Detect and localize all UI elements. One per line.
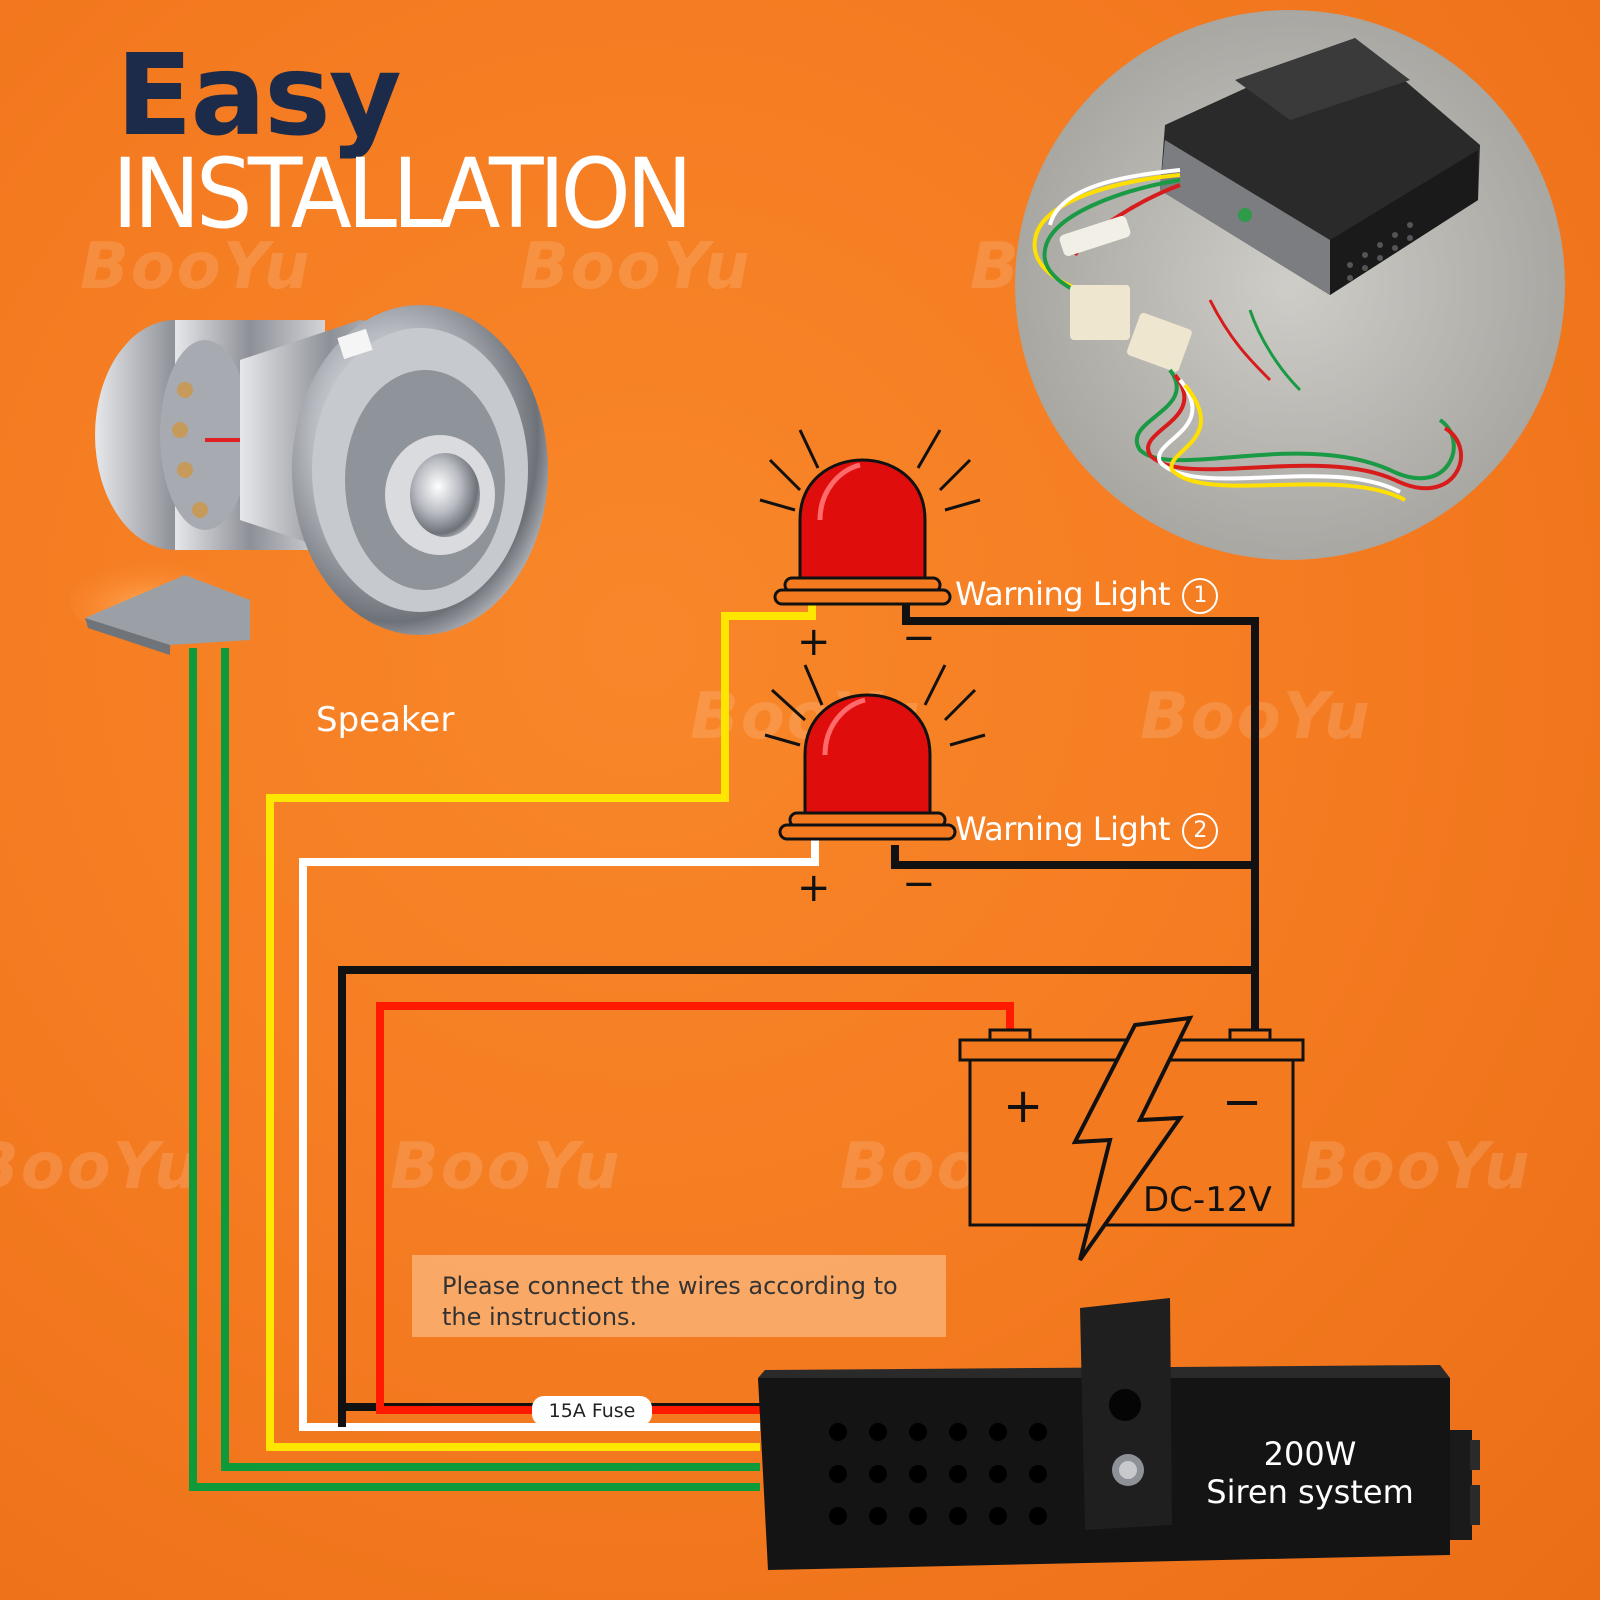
title-installation: INSTALLATION bbox=[112, 138, 693, 250]
battery-icon bbox=[958, 1015, 1305, 1262]
warning-light-1-text: Warning Light bbox=[955, 575, 1171, 613]
battery-voltage-label: DC-12V bbox=[1143, 1180, 1272, 1220]
battery-plus-sign: + bbox=[1003, 1078, 1044, 1134]
circled-number-1: 1 bbox=[1182, 578, 1219, 614]
watermark: BooYu bbox=[520, 230, 752, 304]
siren-kit-photo bbox=[1015, 10, 1565, 560]
fuse-label: 15A Fuse bbox=[532, 1396, 652, 1426]
circled-number-2: 2 bbox=[1182, 813, 1219, 849]
watermark: BooYu bbox=[80, 230, 312, 304]
watermark: BooYu bbox=[390, 1130, 622, 1204]
speaker-label: Speaker bbox=[316, 700, 455, 740]
wire-black-1 bbox=[902, 605, 1259, 1030]
wire-green-2 bbox=[221, 648, 760, 1471]
watermark: BooYu bbox=[1300, 1130, 1532, 1204]
wl1-plus-sign: + bbox=[797, 619, 831, 665]
watermark: BooYu bbox=[0, 1130, 202, 1204]
wire-green-1 bbox=[189, 648, 760, 1491]
speaker-image bbox=[70, 305, 548, 655]
siren-power-text: 200W bbox=[1263, 1435, 1357, 1473]
warning-light-2-icon bbox=[764, 664, 986, 841]
siren-box-image bbox=[758, 1298, 1480, 1570]
wl2-plus-sign: + bbox=[797, 865, 831, 911]
warning-light-1-label: Warning Light 1 bbox=[955, 575, 1219, 614]
instruction-note: Please connect the wires according to th… bbox=[412, 1255, 946, 1337]
siren-system-text: Siren system bbox=[1206, 1473, 1414, 1511]
siren-label: 200W Siren system bbox=[1190, 1435, 1430, 1511]
battery-minus-sign: − bbox=[1222, 1074, 1263, 1130]
wire-red bbox=[376, 1002, 1014, 1414]
wire-black-2 bbox=[891, 845, 1255, 869]
wl2-minus-sign: − bbox=[902, 861, 936, 907]
warning-light-1-icon bbox=[759, 429, 981, 606]
warning-light-2-label: Warning Light 2 bbox=[955, 810, 1219, 849]
wire-yellow bbox=[266, 598, 816, 1451]
wl1-minus-sign: − bbox=[902, 615, 936, 661]
wire-white bbox=[299, 838, 819, 1431]
title-easy: Easy bbox=[116, 31, 402, 161]
warning-light-2-text: Warning Light bbox=[955, 810, 1171, 848]
